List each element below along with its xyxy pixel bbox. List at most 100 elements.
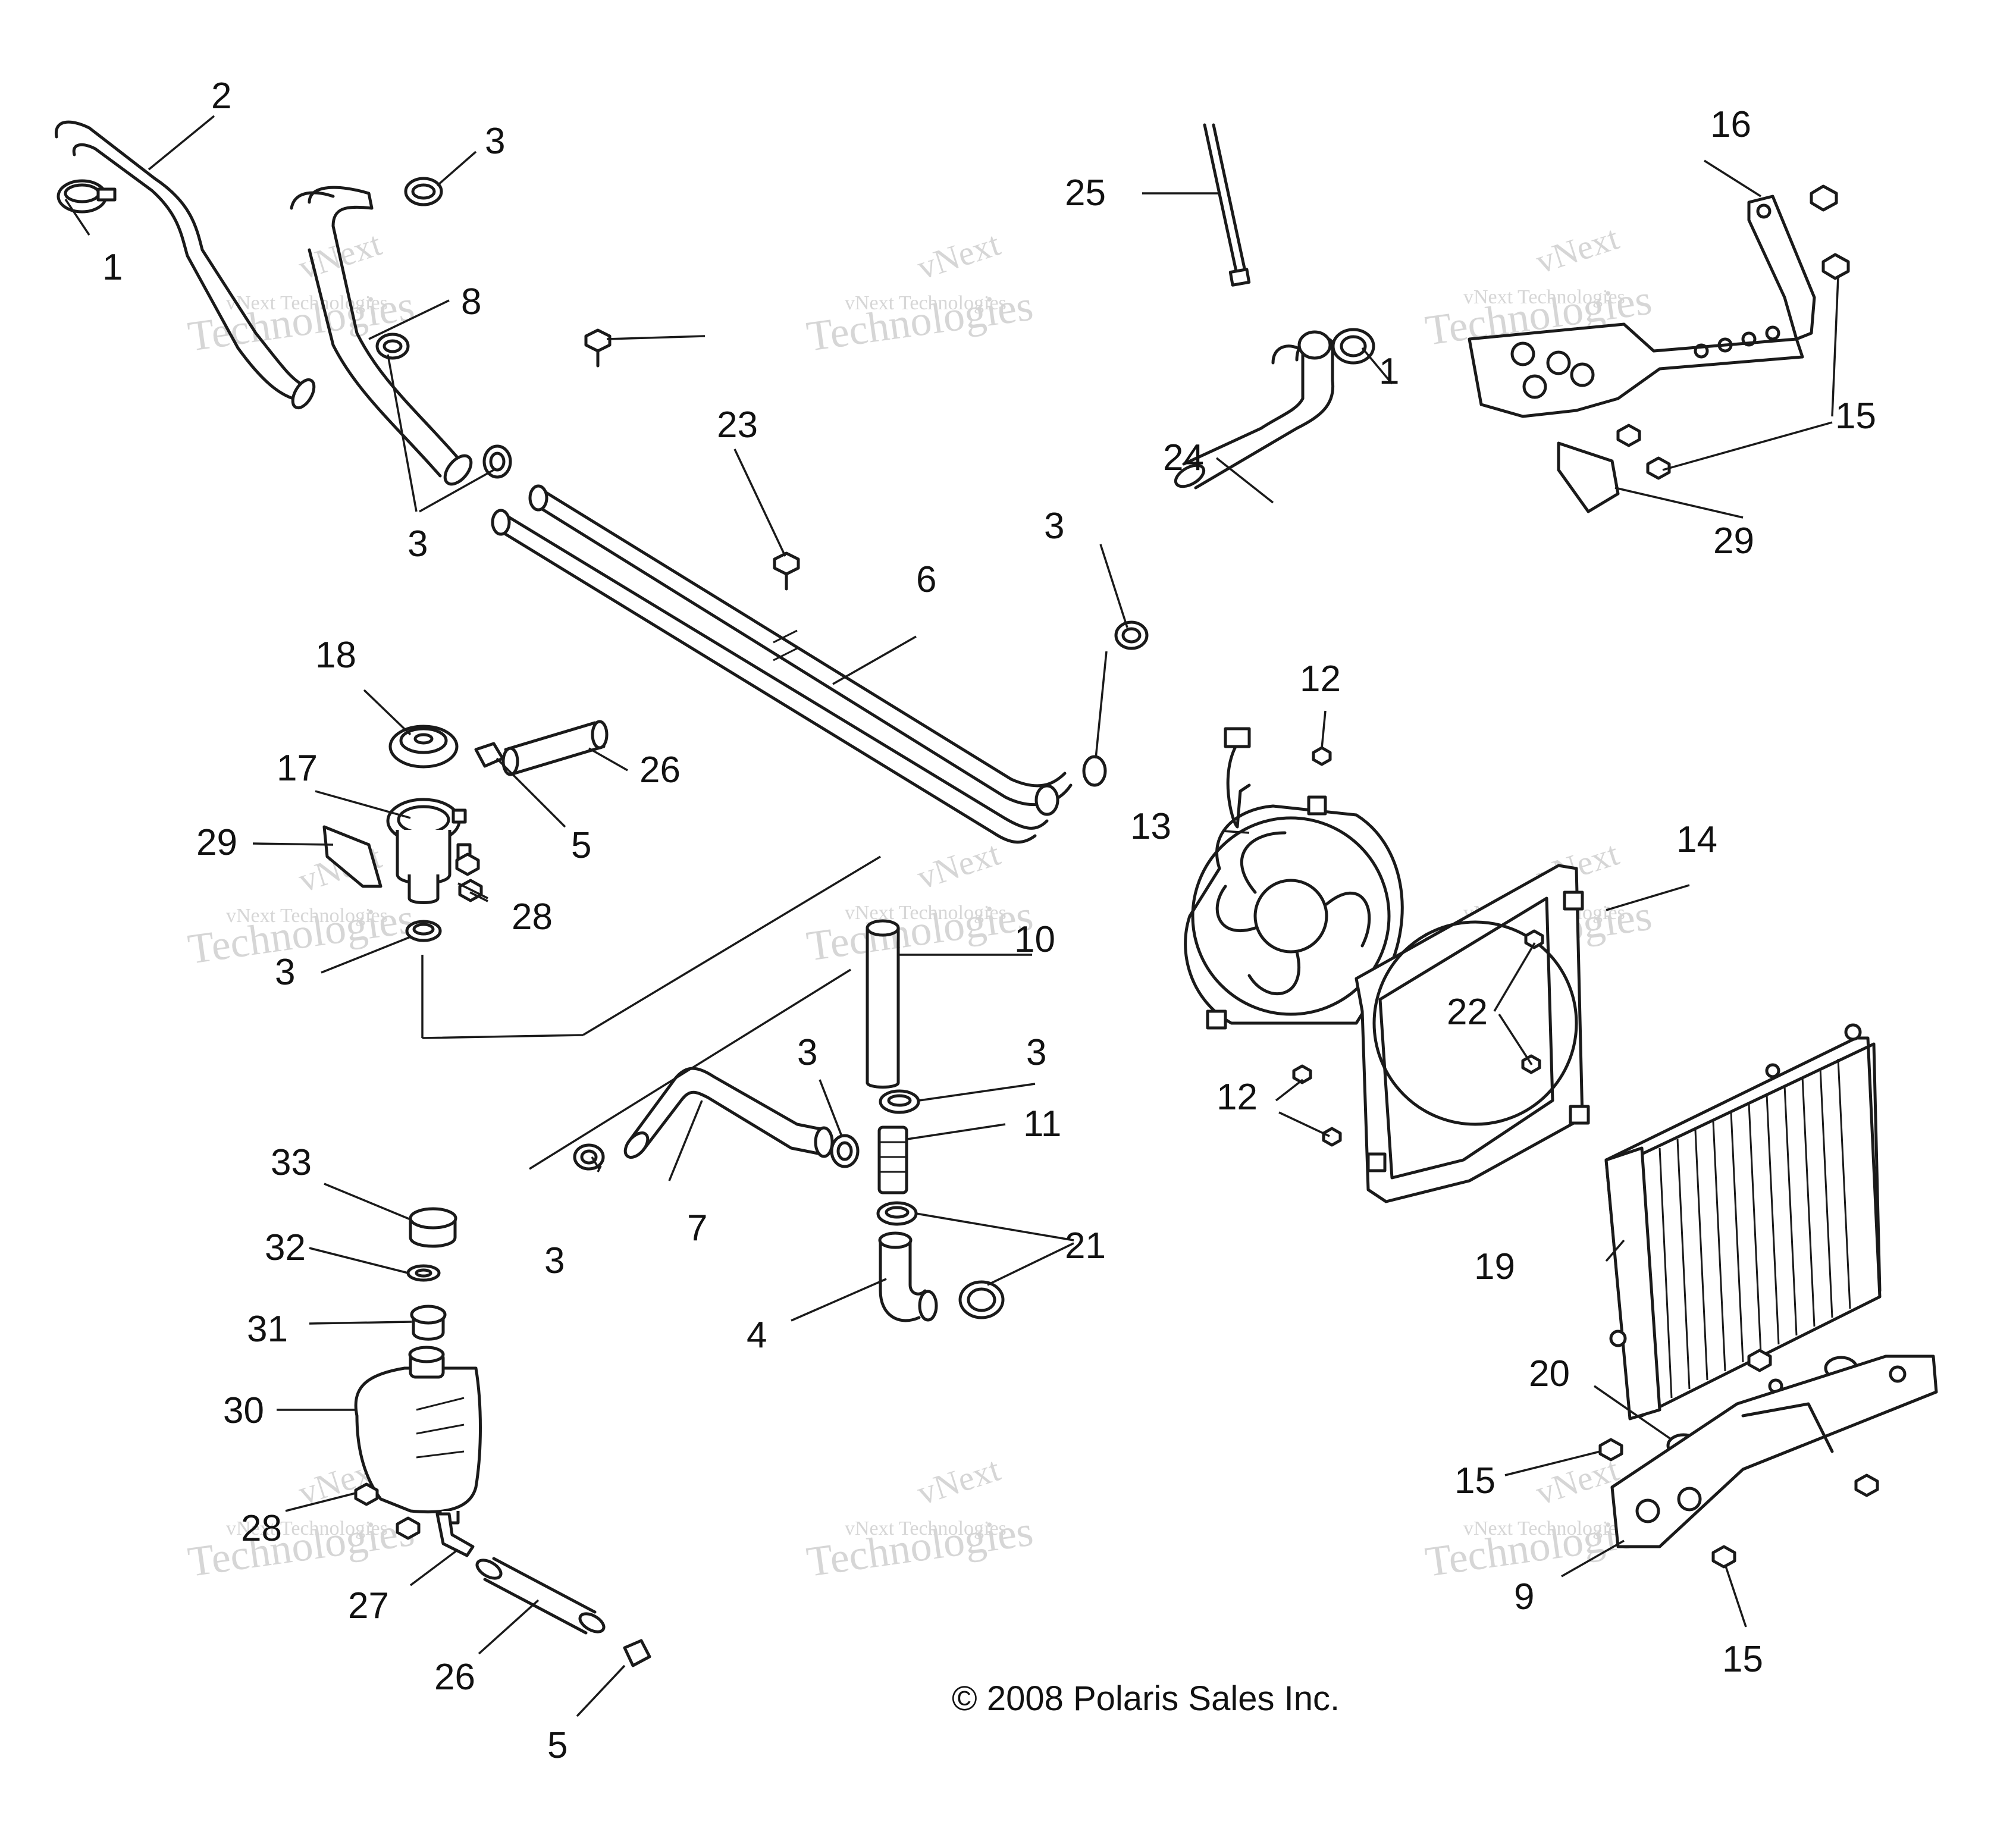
callout-3: 3 [275,952,295,993]
clamp-part-3-lower-left [573,1143,605,1171]
neck-part-31 [410,1305,447,1341]
callout-26: 26 [434,1657,475,1698]
callout-3: 3 [485,121,505,162]
bracket-part-29-left [322,825,382,888]
svg-text:vNext: vNext [1531,218,1623,281]
callout-13: 13 [1130,806,1171,847]
hose-part-26-bottom [475,1557,606,1635]
seal-part-32 [406,1264,441,1282]
clamp-part-3-mid [1114,620,1149,650]
callout-24: 24 [1163,437,1204,478]
bolt-part-28-bottom [354,1482,421,1540]
callout-3: 3 [407,523,428,565]
elbow-fitting-part-27 [435,1512,475,1557]
callout-8: 8 [461,281,481,322]
svg-text:vNext Technologies: vNext Technologies [845,292,1007,314]
callout-25: 25 [1065,173,1106,214]
svg-text:vNext Technologies: vNext Technologies [226,292,388,314]
svg-text:vNext Technologies: vNext Technologies [845,1517,1007,1539]
plug-part-5-top [474,742,504,768]
hose-part-8 [290,186,473,486]
callout-15: 15 [1722,1639,1763,1680]
clamp-part-3-top [404,177,443,206]
callout-5: 5 [547,1725,568,1766]
cap-part-33 [409,1207,457,1248]
bolt-part-15-bottom [1598,1349,1879,1569]
bracket-part-29-top [1557,441,1620,513]
callout-1: 1 [102,247,123,288]
bolt-part-15-top [1616,184,1850,480]
callout-3: 3 [797,1032,817,1073]
clamp-part-1-left [57,179,117,214]
svg-text:vNext Technologies: vNext Technologies [226,1517,388,1539]
clip-part-23 [584,328,800,591]
pipe-part-6 [491,484,1107,844]
bracket-part-16 [1468,195,1816,418]
copyright-text: © 2008 Polaris Sales Inc. [952,1679,1340,1718]
callout-2: 2 [211,76,231,117]
callout-32: 32 [265,1227,306,1268]
callout-15: 15 [1835,396,1876,437]
callout-29: 29 [196,822,237,863]
callout-labels: 1 2 3 8 3 23 25 1 24 3 6 16 15 29 18 17 … [102,76,1876,1766]
callout-27: 27 [348,1585,389,1626]
callout-3: 3 [544,1240,565,1281]
callout-20: 20 [1529,1353,1570,1394]
callout-14: 14 [1676,819,1717,860]
callout-9: 9 [1514,1576,1534,1617]
callout-31: 31 [247,1309,288,1350]
clamp-part-3-center [879,1089,920,1114]
clamp-part-3-center-left [830,1134,860,1168]
plug-part-5-bottom [623,1639,651,1667]
leader-lines [64,115,1839,1717]
fan-part-13 [1184,727,1404,1030]
hose-part-7 [623,1067,834,1159]
radiator-cap-part-18 [388,725,459,769]
callout-1: 1 [1379,351,1399,392]
callout-28: 28 [241,1508,282,1549]
callout-21: 21 [1065,1225,1106,1266]
hose-part-26-top [501,720,609,776]
svg-text:vNext Technologies: vNext Technologies [226,905,388,927]
callout-6: 6 [916,559,936,600]
svg-text:vNext: vNext [913,1450,1005,1513]
svg-text:vNext: vNext [913,224,1005,287]
callout-3: 3 [1044,506,1064,547]
callout-19: 19 [1474,1246,1515,1287]
callout-3: 3 [1026,1032,1046,1073]
clamp-part-3-left-low [405,920,442,942]
callout-17: 17 [277,748,318,789]
clamp-part-1-right [1331,328,1375,365]
elbow-hose-part-4 [878,1231,938,1322]
callout-4: 4 [747,1315,767,1356]
clamp-part-21 [876,1201,1005,1319]
fitting-part-11 [877,1125,908,1194]
cable-tie-part-25 [1203,123,1251,287]
clamp-part-3-pair [375,333,512,479]
callout-26: 26 [639,750,681,791]
callout-11: 11 [1023,1103,1061,1145]
callout-12: 12 [1300,659,1341,700]
callout-22: 22 [1447,992,1488,1033]
callout-10: 10 [1014,919,1055,960]
hose-part-2 [55,120,316,410]
callout-33: 33 [271,1142,312,1183]
callout-7: 7 [687,1208,707,1249]
callout-16: 16 [1710,104,1751,145]
callout-30: 30 [223,1390,264,1431]
callout-28: 28 [512,896,553,937]
hose-part-10 [866,919,900,1089]
callout-12: 12 [1217,1077,1258,1118]
bracket-part-9 [1610,1354,1938,1548]
callout-23: 23 [717,405,758,446]
callout-5: 5 [571,825,591,866]
svg-text:vNext: vNext [913,834,1005,897]
radiator-part-19 [1604,1023,1882,1421]
callout-29: 29 [1713,521,1754,562]
svg-text:vNext Technologies: vNext Technologies [1463,1517,1625,1539]
svg-text:vNext Technologies: vNext Technologies [1463,286,1625,308]
